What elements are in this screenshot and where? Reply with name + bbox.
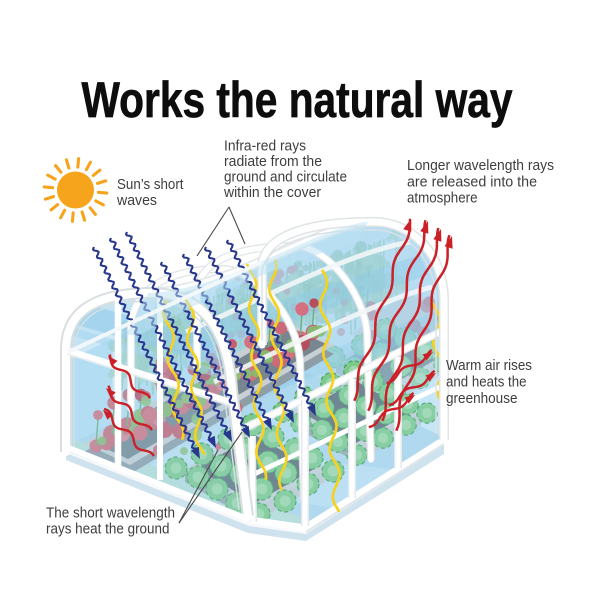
svg-text:and heats the: and heats the: [446, 374, 527, 391]
svg-text:Works the natural way: Works the natural way: [82, 72, 513, 128]
svg-text:atmosphere: atmosphere: [407, 190, 478, 207]
svg-text:ground and circulate: ground and circulate: [224, 169, 347, 186]
svg-text:within the cover: within the cover: [223, 184, 321, 201]
svg-text:Infra-red rays: Infra-red rays: [224, 138, 306, 155]
svg-text:Sun’s short: Sun’s short: [117, 176, 184, 193]
svg-text:waves: waves: [116, 192, 157, 209]
svg-text:are released into the: are released into the: [407, 173, 537, 190]
svg-text:The short wavelength: The short wavelength: [46, 505, 175, 522]
svg-text:radiate from the: radiate from the: [224, 153, 322, 170]
svg-text:rays heat the ground: rays heat the ground: [46, 521, 170, 538]
svg-text:greenhouse: greenhouse: [446, 390, 518, 407]
svg-text:Warm air rises: Warm air rises: [446, 357, 532, 374]
svg-text:Longer wavelength rays: Longer wavelength rays: [407, 157, 554, 174]
